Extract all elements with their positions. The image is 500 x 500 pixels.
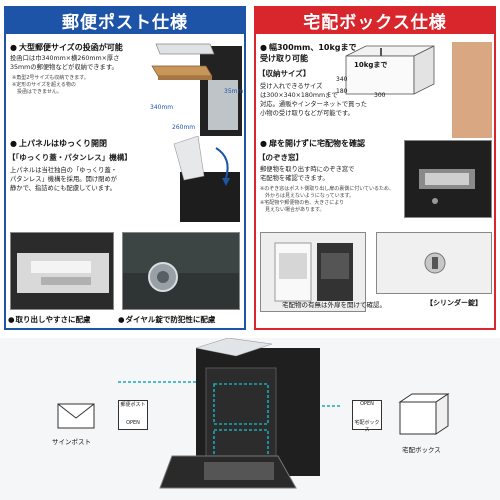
dim-180-label: 180: [336, 88, 348, 95]
post-tag: 郵便ポスト OPEN: [118, 400, 148, 430]
box-spec-title: 宅配ボックス仕様: [254, 6, 496, 34]
person-photo: [452, 42, 492, 138]
cylinder-lock-photo: [376, 232, 492, 294]
box-tag: OPEN 宅配ボックス: [352, 400, 382, 433]
dial-lock-caption: ダイヤル錠で防犯性に配慮: [118, 314, 216, 325]
post-tag-open: OPEN: [126, 420, 140, 426]
box-size-text: 受け入れできるサイズ は300×340×180mmまで 対応。通販やインターネッ…: [260, 83, 368, 117]
diagram-drawing: [57, 338, 450, 489]
post-spec-panel: [4, 34, 246, 330]
peek-window-subtitle: 【のぞき窓】: [258, 153, 303, 162]
upper-panel-heading: 上パネルはゆっくり開閉: [10, 138, 107, 149]
dim-thick-label: 35mm: [224, 88, 244, 95]
dim-340-label: 340: [336, 76, 348, 83]
box-status-caption: 宅配物の有無は外扉を開けて確認。: [282, 301, 386, 309]
post-capacity-heading: 大型郵便サイズの投函が可能: [10, 42, 123, 53]
dial-lock-photo: [122, 232, 240, 310]
dim-300-label: 300: [374, 92, 386, 99]
peek-window-photo: [404, 140, 492, 218]
delivery-box-label: 宅配ボックス: [402, 446, 441, 454]
lid-mechanism-illustration: [173, 136, 240, 222]
post-capacity-text: 投函口は巾340mm×横260mm×厚さ 35mmの郵便物などが収納できます。: [10, 55, 120, 71]
box-size-subtitle: 【収納サイズ】: [258, 69, 311, 78]
weight-limit-label: 10kgまで: [354, 61, 388, 69]
dim-depth-label: 260mm: [172, 124, 196, 131]
upper-panel-text: 上パネルは当社独自の「ゆっくり蓋・ パタンレス」機構を採用。開け閉めが 静かで、…: [10, 167, 118, 192]
upper-panel-subtitle: 【「ゆっくり蓋・パタンレス」機構】: [8, 153, 132, 162]
peek-window-heading: 扉を開けずに宅配物を確認: [260, 138, 365, 149]
box-status-photo: [260, 232, 366, 312]
dim-width-label: 340mm: [150, 104, 174, 111]
post-capacity-notes: ※角型2号サイズも収納できます。 ※定形のサイズを超える物の 投函はできません。: [12, 75, 89, 95]
box-capacity-heading: 幅300mm、10kgまで 受け取り可能: [260, 42, 357, 64]
post-spec-title: 郵便ポスト仕様: [4, 6, 246, 34]
sign-post-label: サインポスト: [52, 438, 91, 446]
box-tag-open: OPEN: [360, 401, 374, 407]
cylinder-lock-caption: 【シリンダー錠】: [426, 299, 482, 307]
post-box-illustration: [151, 43, 242, 136]
box-tag-label: 宅配ボックス: [354, 420, 380, 433]
post-tag-label: 郵便ポスト: [120, 402, 146, 408]
peek-window-notes: ※のぞき窓はポスト側取り出し扉の裏側に付いているため、 外からは見えないようにな…: [260, 186, 395, 213]
box-spec-panel: [254, 34, 496, 330]
pickup-photo: [10, 232, 114, 310]
package-illustration: [345, 45, 435, 95]
peek-window-text: 郵便物を取り出す時にのぞき窓で 宅配物を確認できます。: [260, 166, 355, 182]
pickup-caption: 取り出しやすさに配慮: [8, 314, 91, 325]
